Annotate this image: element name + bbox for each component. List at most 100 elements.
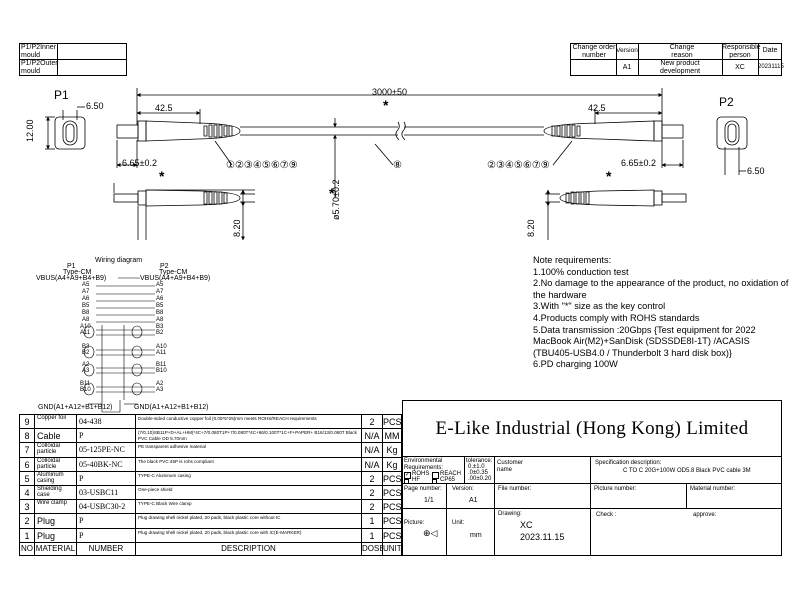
wire-a8-l: A8 (82, 317, 90, 323)
bom-cell-dose: 1 (362, 528, 383, 542)
mould-outer-label: P1/P2Outer mould (21, 60, 58, 75)
tb-v3 (590, 456, 591, 556)
wire-b5-l: B5 (82, 303, 90, 309)
bom-cell-no: 1 (20, 528, 35, 542)
drawing-value: XC (520, 520, 533, 530)
title-block (402, 400, 782, 556)
wire-a6-r: A6 (156, 296, 164, 302)
hf-checkbox[interactable] (404, 479, 409, 484)
rev-h-version: Version (616, 47, 638, 54)
wire-b5-r: B5 (156, 303, 164, 309)
pair4-a3: A3 (156, 387, 164, 393)
bom-cell-material: Aluminum casing (35, 471, 77, 485)
bom-cell-dose: 2 (362, 471, 383, 485)
wire-a5-r: A5 (156, 282, 164, 288)
wiring-type-right: Type-CM (159, 269, 188, 276)
bom-header-desc: DESCRIPTION (136, 542, 362, 555)
pair2-a10: A10 (156, 344, 167, 350)
bom-cell-desc: (7/0.10)SB11P+D+AL+HM(*4C+7/0.080T1P+7/0… (136, 429, 362, 443)
cp65-checkbox[interactable] (432, 479, 437, 484)
version-value: A1 (469, 497, 478, 504)
cable-side-left (113, 189, 255, 240)
wiring-vbus-left: VBUS(A4+A9+B4+B9) (36, 275, 107, 282)
bom-cell-no: 2 (20, 514, 35, 528)
tb-v5 (686, 483, 687, 508)
wiring-type-left: Type-CM (63, 269, 92, 276)
spec-value: C TO C 20G+100W OD5.8 Black PVC cable 3M (623, 468, 751, 474)
length-dim: 3000±50 (372, 87, 407, 97)
pair3-b11: B11 (156, 362, 167, 368)
wire-a7-r: A7 (156, 289, 164, 295)
bom-cell-number: P (77, 429, 136, 443)
bom-cell-dose: N/A (362, 443, 383, 457)
rohs-checkbox[interactable]: ✓ (404, 472, 411, 479)
hf-label: HF (412, 477, 420, 483)
bom-cell-number: 04-USBC30-2 (77, 500, 136, 514)
note-line: 6.PD charging 100W (533, 359, 618, 370)
bom-cell-number: 05-40BK-NC (77, 457, 136, 471)
bom-header-material: MATERIAL (35, 542, 77, 555)
bom-cell-desc: TYPE-C Aluminum casing (136, 471, 362, 485)
mould-divider (19, 59, 127, 60)
tip-right-dim: 6.65±0.2 (621, 158, 656, 168)
company-name: E-Like Industrial (Hong Kong) Limited (435, 418, 749, 439)
bom-cell-no: 7 (20, 443, 35, 457)
tb-v2 (494, 456, 495, 556)
wire-a5-l: A5 (82, 282, 90, 288)
tolerance-3: .00±0.20 (468, 476, 492, 482)
spec-label: Specification description: (595, 460, 662, 466)
tolerance-2: .0±0.35 (468, 470, 488, 476)
cable-drawing (45, 88, 748, 241)
wiring-p2: P2 (160, 263, 169, 270)
bom-cell-dose: 2 (362, 415, 383, 429)
bom-cell-no: 6 (20, 457, 35, 471)
bom-cell-unit: PCS (383, 502, 401, 513)
bom-cell-number: 04-438 (77, 415, 136, 429)
wiring-gnd-left: GND(A1+A12+B1+B12) (38, 404, 113, 411)
bom-cell-unit: MM (384, 431, 400, 442)
wire-a6-l: A6 (82, 296, 90, 302)
strain-relief-top-right (551, 124, 581, 138)
overmold-right-dim: 42.5 (588, 103, 606, 113)
bom-cell-number: P (77, 514, 136, 528)
tolerance-1: 0.±1.0 (468, 464, 485, 470)
bom-cell-unit: PCS (383, 417, 401, 427)
pair3-a3: A3 (82, 368, 90, 374)
p1-label: P1 (54, 88, 69, 102)
check-label: Check : (596, 512, 617, 518)
pair1-a10: A10 (80, 324, 91, 330)
tip-left-star: * (159, 168, 165, 184)
bom-cell-unit: Kg (386, 445, 398, 456)
tb-v1 (464, 456, 465, 483)
bom-cell-desc: Plug drawing shell nickel plated, 20 pad… (136, 514, 362, 528)
env-label: Environmental Requirements: (404, 458, 444, 471)
wiring-gnd-right: GND(A1+A12+B1+B12) (134, 404, 209, 411)
wire-a7-l: A7 (82, 289, 90, 295)
rev-reason: New product development (659, 60, 701, 75)
tb-h2 (402, 483, 782, 484)
pair1-b3: B3 (156, 324, 164, 330)
pair1-a11: A11 (80, 330, 91, 336)
bom-cell-number: 03-USBC11 (77, 486, 136, 500)
picture-number-label: Picture number: (594, 486, 637, 492)
note-line: 4.Products comply with ROHS standards (533, 312, 700, 323)
bom-cell-material: Plug (35, 528, 77, 542)
bom-header-number: NUMBER (77, 542, 136, 555)
reach-checkbox[interactable] (432, 472, 439, 479)
bom-cell-material: Colloidal particle (35, 443, 77, 457)
cable-side-right (545, 189, 687, 207)
bom-cell-number: 05-125PE-NC (77, 443, 136, 457)
unit-value: mm (470, 532, 482, 539)
tb-h1 (402, 456, 782, 457)
thick-left-dim: 8.20 (232, 219, 242, 237)
tb-v4 (446, 483, 447, 556)
rev-h-reason: Change reason (669, 44, 695, 59)
bom-cell-material: Copper foil (35, 415, 77, 429)
note-line: 3.With "*" size as the key control (533, 301, 666, 312)
bom-cell-unit: Kg (386, 459, 398, 470)
